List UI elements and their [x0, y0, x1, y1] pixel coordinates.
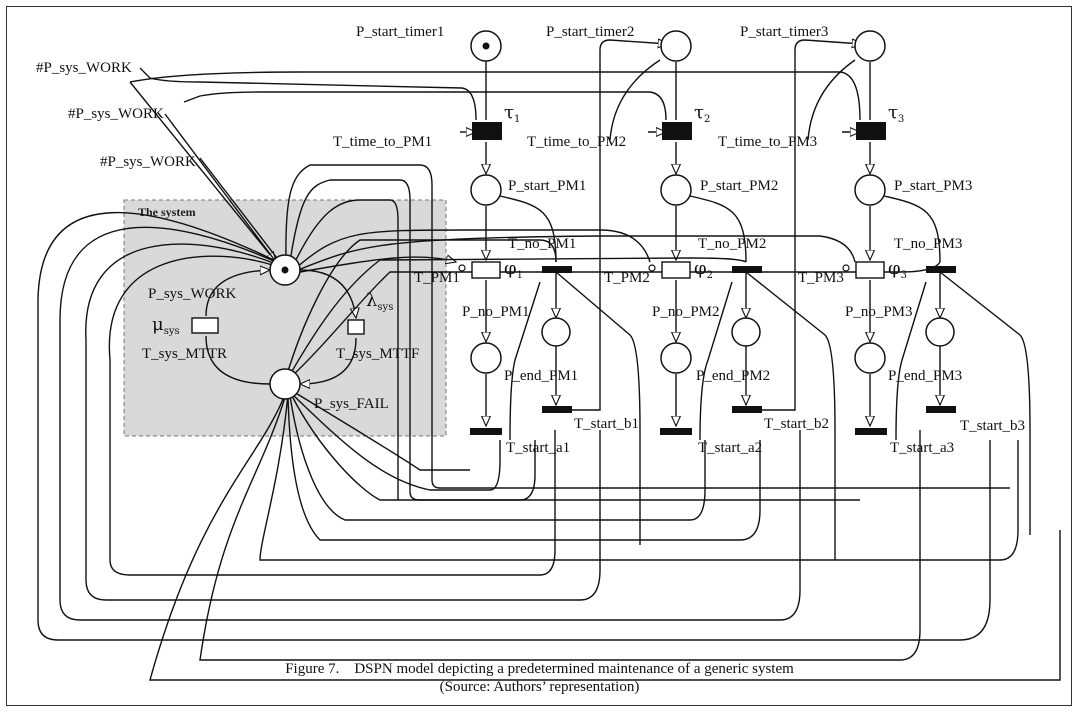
place-no-pm2 — [660, 342, 692, 374]
transition-time-to-pm1 — [472, 122, 502, 140]
place-sys-fail — [269, 368, 301, 400]
transition-start-a3 — [855, 428, 887, 435]
label-start-a1: T_start_a1 — [506, 440, 570, 456]
phi-1: φ1 — [504, 258, 523, 281]
label-start-b2: T_start_b2 — [764, 416, 829, 432]
label-sys-fail: P_sys_FAIL — [314, 396, 389, 412]
transition-pm1 — [471, 261, 501, 279]
label-no-pm-t1: T_no_PM1 — [508, 236, 576, 252]
label-no-pm1: P_no_PM1 — [462, 304, 530, 320]
phi-2: φ2 — [694, 258, 713, 281]
place-start-timer3 — [854, 30, 886, 62]
label-start-a3: T_start_a3 — [890, 440, 954, 456]
labels: P_start_timer1 P_start_timer2 P_start_ti… — [36, 24, 1025, 456]
transition-pm2 — [661, 261, 691, 279]
place-no-pm1 — [470, 342, 502, 374]
arcs — [37, 40, 1061, 681]
transition-start-b3 — [926, 406, 956, 413]
label-start-timer2: P_start_timer2 — [546, 24, 634, 40]
label-start-timer1: P_start_timer1 — [356, 24, 444, 40]
figure-caption: Figure 7. DSPN model depicting a predete… — [0, 660, 1079, 696]
place-start-timer2 — [660, 30, 692, 62]
tau-1: τ1 — [504, 102, 520, 125]
transition-sys-mttr — [191, 317, 219, 334]
transition-start-b2 — [732, 406, 762, 413]
label-start-b3: T_start_b3 — [960, 418, 1025, 434]
inhibitor-pm3 — [842, 264, 850, 272]
label-time-to-pm1: T_time_to_PM1 — [333, 134, 432, 150]
place-no-pm3 — [854, 342, 886, 374]
label-sys-work: P_sys_WORK — [148, 286, 237, 302]
label-sys-mttr: T_sys_MTTR — [142, 346, 227, 362]
label-time-to-pm3: T_time_to_PM3 — [718, 134, 817, 150]
label-time-to-pm2: T_time_to_PM2 — [527, 134, 626, 150]
inhibitor-pm1 — [458, 264, 466, 272]
lambda-sys: λsys — [366, 290, 393, 313]
place-start-pm2 — [660, 174, 692, 206]
token-sys-work — [281, 266, 289, 274]
transition-start-a2 — [660, 428, 692, 435]
label-start-pm2: P_start_PM2 — [700, 178, 778, 194]
tau-3: τ3 — [888, 102, 904, 125]
transition-no-pm1 — [542, 266, 572, 273]
guard-2: #P_sys_WORK — [68, 106, 164, 122]
label-no-pm-t2: T_no_PM2 — [698, 236, 766, 252]
transition-start-b1 — [542, 406, 572, 413]
mu-sys: μsys — [152, 314, 180, 337]
figure-frame — [6, 6, 1072, 706]
label-no-pm2: P_no_PM2 — [652, 304, 720, 320]
label-end-pm2: P_end_PM2 — [696, 368, 770, 384]
transition-time-to-pm3 — [856, 122, 886, 140]
label-no-pm3: P_no_PM3 — [845, 304, 913, 320]
transition-pm3 — [855, 261, 885, 279]
label-sys-mttf: T_sys_MTTF — [336, 346, 419, 362]
transition-no-pm3 — [926, 266, 956, 273]
phi-3: φ3 — [888, 258, 907, 281]
guard-1: #P_sys_WORK — [36, 60, 132, 76]
label-start-pm3: P_start_PM3 — [894, 178, 972, 194]
tau-2: τ2 — [694, 102, 710, 125]
label-end-pm1: P_end_PM1 — [504, 368, 578, 384]
caption-line-2: (Source: Authors’ representation) — [439, 679, 640, 695]
place-end-pm3 — [925, 317, 955, 347]
label-start-b1: T_start_b1 — [574, 416, 639, 432]
transition-no-pm2 — [732, 266, 762, 273]
transition-time-to-pm2 — [662, 122, 692, 140]
caption-line-1: Figure 7. DSPN model depicting a predete… — [285, 661, 794, 677]
places — [269, 30, 955, 400]
transition-start-a1 — [470, 428, 502, 435]
label-start-timer3: P_start_timer3 — [740, 24, 828, 40]
place-end-pm2 — [731, 317, 761, 347]
label-end-pm3: P_end_PM3 — [888, 368, 962, 384]
inhibitor-pm2 — [648, 264, 656, 272]
label-pm1: T_PM1 — [414, 270, 460, 286]
guard-3: #P_sys_WORK — [100, 154, 196, 170]
place-start-pm1 — [470, 174, 502, 206]
transitions — [191, 122, 956, 435]
system-box-title: The system — [138, 205, 196, 219]
place-end-pm1 — [541, 317, 571, 347]
label-start-a2: T_start_a2 — [698, 440, 762, 456]
label-pm2: T_PM2 — [604, 270, 650, 286]
place-start-pm3 — [854, 174, 886, 206]
token-start-timer1 — [482, 42, 490, 50]
label-no-pm-t3: T_no_PM3 — [894, 236, 962, 252]
label-pm3: T_PM3 — [798, 270, 844, 286]
label-start-pm1: P_start_PM1 — [508, 178, 586, 194]
transition-sys-mttf — [347, 319, 365, 335]
